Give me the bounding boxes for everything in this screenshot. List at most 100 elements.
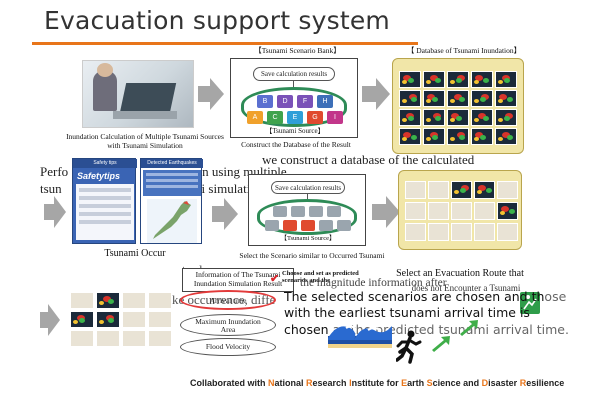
overlap-text-left-d: ami simulatio <box>185 181 257 196</box>
inundation-map-tile <box>70 292 94 309</box>
footer-text: esearch <box>312 378 350 388</box>
inundation-map-tile <box>471 90 493 107</box>
inundation-map-tile <box>495 90 517 107</box>
detected-earthquakes-app-screenshot: Detected Earthquakes <box>140 158 203 244</box>
inundation-map-tile <box>447 90 469 107</box>
inundation-map-tile <box>405 202 426 220</box>
footer-initial: D <box>481 378 489 388</box>
inundation-map-tile <box>405 223 426 241</box>
footer-initial: N <box>268 378 275 388</box>
inundation-map-tile <box>451 181 472 199</box>
inundation-map-tile <box>96 292 120 309</box>
choose-line2: scenarios and the <box>282 277 331 285</box>
choose-overlap-text: the magnitude information after <box>300 277 447 289</box>
info-line1: Information of The Tsunami <box>195 270 281 279</box>
flood-velocity-ellipse: Flood Velocity <box>180 338 276 356</box>
inundation-map-tile <box>122 311 146 328</box>
bank-title: 【Tsunami Scenario Bank】 <box>254 46 341 55</box>
inundation-map-tile <box>495 71 517 88</box>
inundation-map-tile <box>447 128 469 145</box>
source-chip: C <box>267 111 283 124</box>
japan-map-icon <box>147 199 197 243</box>
inundation-map-tile <box>96 311 120 328</box>
scenario-selection-diagram: Save calculation results 【Tsunami Source… <box>248 174 366 246</box>
inundation-map-tile <box>495 128 517 145</box>
source-chip-selected <box>301 220 315 231</box>
max-inundation-ellipse: Maximum Inundation Area <box>180 314 276 336</box>
inundation-map-tile <box>399 128 421 145</box>
db-title: 【 Database of Tsunami Inundation】 <box>406 46 522 55</box>
app-header: Safety tips <box>73 159 137 168</box>
source-chip <box>319 220 333 231</box>
inundation-map-tile <box>447 71 469 88</box>
info-line2: Inundation Simulation Result <box>193 278 283 288</box>
source-chip: D <box>277 95 293 108</box>
footer-initial: I <box>349 378 352 388</box>
inundation-map-tile <box>497 202 518 220</box>
green-arrow-icon <box>430 334 452 352</box>
inundation-map-tile <box>497 181 518 199</box>
bank-caption: Construct the Database of the Result <box>241 140 351 149</box>
source-chip <box>337 220 351 231</box>
max-inundation-line1: Maximum Inundation <box>195 317 261 326</box>
inundation-map-tile <box>471 128 493 145</box>
source-chip <box>291 206 305 217</box>
inundation-map-tile <box>423 109 445 126</box>
footer-text: esilience <box>526 378 565 388</box>
source-chip-selected <box>283 220 297 231</box>
title-underline <box>32 42 418 45</box>
save-results-pill-2: Save calculation results <box>271 181 345 194</box>
inundation-map-tile <box>399 90 421 107</box>
bank-source-label: 【Tsunami Source】 <box>265 127 325 135</box>
inundation-map-tile <box>428 202 449 220</box>
inundation-map-tile <box>428 223 449 241</box>
check-mark-icon: ✔ <box>270 273 280 285</box>
source-chip <box>327 206 341 217</box>
tsunami-occur-caption: Tsunami Occur <box>104 248 166 259</box>
bank2-caption: Select the Scenario similar to Occurred … <box>239 251 385 260</box>
inundation-map-tile <box>495 109 517 126</box>
footer-initial: R <box>306 378 313 388</box>
inundation-map-tile <box>122 330 146 347</box>
source-chip <box>309 206 323 217</box>
inundation-map-tile <box>497 223 518 241</box>
evacuation-map-icon <box>520 292 540 314</box>
photo-caption-line2: with Tsunami Simulation <box>107 140 183 150</box>
inundation-map-tile <box>96 330 120 347</box>
footer-initial: S <box>426 378 433 388</box>
safety-tips-app-screenshot: Safety tips Safetytips <box>72 158 137 244</box>
choose-line1: Choose and set as predicted <box>282 270 359 277</box>
page-title: Evacuation support system <box>44 6 390 35</box>
footer-text: cience and <box>432 378 482 388</box>
source-chip: H <box>317 95 333 108</box>
source-chip: B <box>257 95 273 108</box>
inundation-map-tile <box>471 71 493 88</box>
inundation-map-tile <box>451 223 472 241</box>
source-chip <box>265 220 279 231</box>
inundation-map-tile <box>474 223 495 241</box>
tsunami-wave-icon <box>328 318 392 348</box>
inundation-map-tile <box>122 292 146 309</box>
info-box: Information of The Tsunami Inundation Si… <box>182 268 294 292</box>
inundation-map-tile <box>148 311 172 328</box>
filtered-database-grid <box>398 170 522 250</box>
overlap-text-left-c: tsun <box>40 181 62 196</box>
inundation-map-tile <box>474 181 495 199</box>
inundation-map-tile <box>70 311 94 328</box>
inundation-map-tile <box>148 330 172 347</box>
footer-text: nstitute for <box>351 378 402 388</box>
footer-text: isaster <box>488 378 520 388</box>
inundation-map-tile <box>428 181 449 199</box>
app2-header: Detected Earthquakes <box>141 159 203 168</box>
inundation-map-tile <box>423 128 445 145</box>
inundation-map-tile <box>451 202 472 220</box>
overlap-text-right-a: we construct a database of the calculate… <box>262 152 475 167</box>
green-arrow-icon <box>458 318 480 336</box>
arrival-time-label: Arrival time <box>209 296 247 305</box>
inundation-map-tile <box>399 109 421 126</box>
bank2-source-label: 【Tsunami Source】 <box>280 235 336 242</box>
inundation-map-tile <box>423 71 445 88</box>
inundation-map-tile <box>471 109 493 126</box>
route-line1: Select an Evacuation Route that <box>396 268 524 279</box>
flood-velocity-label: Flood Velocity <box>205 342 251 351</box>
